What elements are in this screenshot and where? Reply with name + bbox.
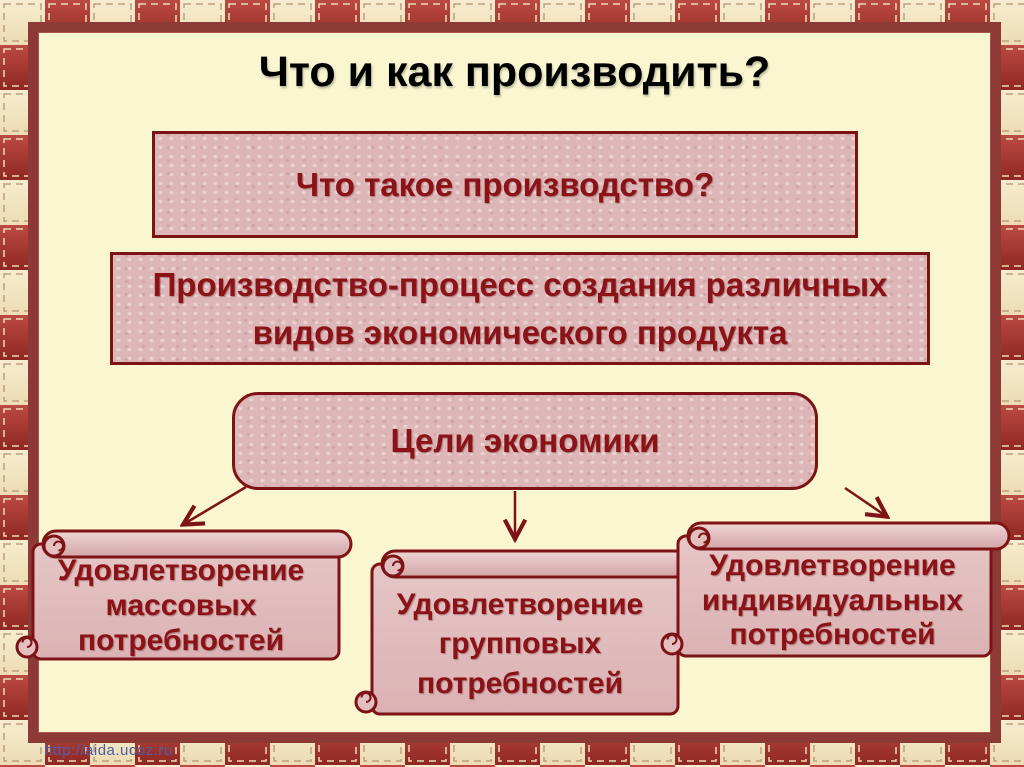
scroll-individual-needs: Удовлетворение индивидуальных потребност…: [658, 520, 1011, 662]
scroll-mass-needs: Удовлетворение массовых потребностей: [13, 528, 353, 665]
question-box-label: Что такое производство?: [295, 165, 715, 203]
goals-box: Цели экономики: [232, 392, 818, 490]
question-box: Что такое производство?: [152, 131, 858, 238]
scroll-group-needs: Удовлетворение групповых потребностей: [352, 548, 692, 720]
scroll-shape: [15, 529, 353, 661]
slide-title: Что и как производить?: [258, 48, 771, 96]
scroll-group-needs-label: Удовлетворение групповых потребностей: [396, 587, 644, 700]
watermark-url: http://aida.ucoz.ru: [44, 742, 173, 759]
scroll-shape: [354, 549, 692, 716]
definition-box: Производство-процесс создания различных …: [110, 252, 930, 365]
scroll-shape: [660, 521, 1011, 658]
scroll-individual-needs-label: Удовлетворение индивидуальных потребност…: [701, 548, 964, 652]
goals-box-label: Цели экономики: [390, 422, 660, 459]
definition-box-label: Производство-процесс создания различных …: [152, 265, 888, 351]
scroll-mass-needs-label: Удовлетворение массовых потребностей: [57, 554, 305, 657]
